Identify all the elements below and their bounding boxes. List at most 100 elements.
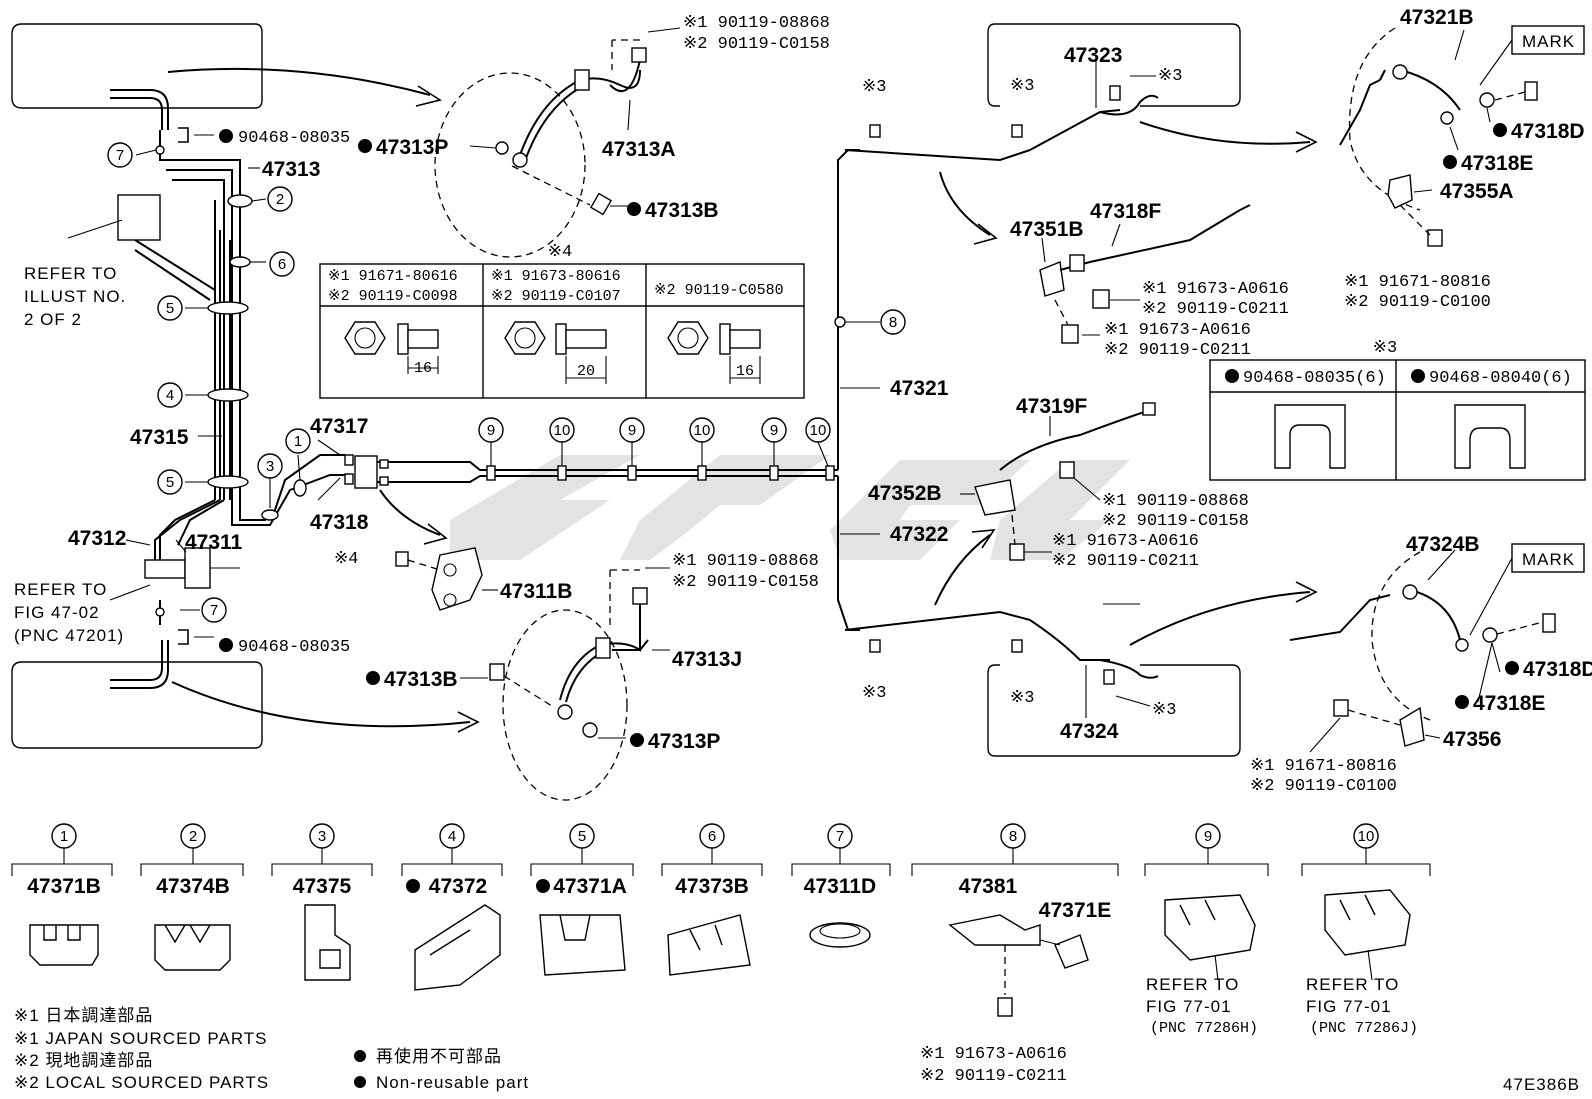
svg-text:2: 2 xyxy=(276,191,284,208)
svg-text:※1 91671-80816: ※1 91671-80816 xyxy=(1250,757,1397,776)
svg-text:10: 10 xyxy=(554,422,571,439)
svg-text:FIG 77-01: FIG 77-01 xyxy=(1306,997,1392,1016)
labels-rear-right-lower: ※3 47324 ※3 xyxy=(1010,689,1176,743)
svg-text:※2 90119-C0211: ※2 90119-C0211 xyxy=(1104,341,1251,360)
svg-text:47318E: 47318E xyxy=(1473,692,1545,715)
svg-text:※2 90119-C0158: ※2 90119-C0158 xyxy=(672,573,819,592)
clamp-47375-icon xyxy=(304,904,351,981)
labels-rear-right-hose: 47324B MARK 47318D 47318E 47356 ※1 91671… xyxy=(1250,533,1592,796)
x4-mark: ※4 xyxy=(334,550,358,569)
svg-text:10: 10 xyxy=(810,422,827,439)
bracket-47381-icon xyxy=(948,914,1041,946)
svg-text:47352B: 47352B xyxy=(868,482,942,505)
svg-text:47315: 47315 xyxy=(130,426,189,449)
svg-text:※1 91671-80616: ※1 91671-80616 xyxy=(328,268,458,285)
nut-icon xyxy=(1479,92,1495,108)
left-section xyxy=(11,23,480,749)
svg-text:※2 LOCAL SOURCED PARTS: ※2 LOCAL SOURCED PARTS xyxy=(14,1073,269,1092)
svg-text:※2 90119-C0100: ※2 90119-C0100 xyxy=(1250,777,1397,796)
svg-text:47355A: 47355A xyxy=(1440,180,1514,203)
svg-text:※3: ※3 xyxy=(1010,689,1034,708)
svg-text:6: 6 xyxy=(708,828,716,845)
svg-text:47356: 47356 xyxy=(1443,728,1501,751)
svg-text:4: 4 xyxy=(448,828,456,845)
svg-text:※3: ※3 xyxy=(862,684,886,703)
svg-text:REFER TO: REFER TO xyxy=(14,580,107,599)
svg-text:※1 90119-08868: ※1 90119-08868 xyxy=(1102,492,1249,511)
svg-text:90468-08040(6): 90468-08040(6) xyxy=(1429,369,1572,388)
svg-text:※2 90119-C0100: ※2 90119-C0100 xyxy=(1344,293,1491,312)
svg-text:※2 90119-C0211: ※2 90119-C0211 xyxy=(1142,300,1289,319)
clamp-77286J-icon xyxy=(1324,889,1411,956)
svg-text:47313B: 47313B xyxy=(645,199,719,222)
flange-bolt-16-icon xyxy=(344,321,439,374)
svg-text:5: 5 xyxy=(166,300,174,317)
svg-text:8: 8 xyxy=(889,314,897,331)
svg-text:16: 16 xyxy=(736,363,754,380)
svg-text:47323: 47323 xyxy=(1064,44,1122,67)
svg-text:※1 91673-80616: ※1 91673-80616 xyxy=(491,268,621,285)
svg-text:47381: 47381 xyxy=(959,875,1018,898)
clamp-6-icon xyxy=(229,256,251,268)
clamp-5-upper-icon xyxy=(207,301,249,315)
clamp-2-icon xyxy=(227,194,253,208)
svg-text:3: 3 xyxy=(318,828,326,845)
svg-text:47313A: 47313A xyxy=(602,138,676,161)
svg-text:47318: 47318 xyxy=(310,511,369,534)
front-right-hose-detail xyxy=(460,567,670,801)
clamp-77286H-icon xyxy=(1164,894,1256,961)
rear-left-hose-detail xyxy=(1339,25,1585,247)
labels-rear-left-hose: 47321B MARK 47318D 47318E 47355A ※1 9167… xyxy=(1344,6,1585,312)
svg-text:REFER TO: REFER TO xyxy=(1146,975,1239,994)
svg-text:※2 現地調達部品: ※2 現地調達部品 xyxy=(14,1051,153,1070)
svg-text:47311D: 47311D xyxy=(804,875,876,898)
labels-top-middle: ※1 90119-08868 ※2 90119-C0158 47313A 473… xyxy=(358,14,830,222)
flange-bolt-20-icon xyxy=(504,321,607,384)
clip-table-x3: ※3 90468-08035(6) 90468-08040(6) xyxy=(1209,339,1586,481)
svg-text:※2 90119-C0098: ※2 90119-C0098 xyxy=(328,288,458,305)
svg-text:47313B: 47313B xyxy=(384,668,458,691)
svg-text:※2 90119-C0107: ※2 90119-C0107 xyxy=(491,288,621,305)
svg-text:47318D: 47318D xyxy=(1511,120,1585,143)
svg-text:※3: ※3 xyxy=(1373,339,1397,358)
svg-text:Non-reusable part: Non-reusable part xyxy=(376,1073,529,1092)
svg-text:47321B: 47321B xyxy=(1400,6,1474,29)
svg-text:※1 90119-08868: ※1 90119-08868 xyxy=(672,552,819,571)
footnotes: ※1 日本調達部品 ※1 JAPAN SOURCED PARTS ※2 現地調達… xyxy=(14,1006,529,1092)
svg-text:※1 日本調達部品: ※1 日本調達部品 xyxy=(14,1006,153,1025)
svg-text:47318E: 47318E xyxy=(1461,152,1533,175)
flange-bolt-16b-icon xyxy=(667,321,761,384)
clamp-4-icon xyxy=(207,388,249,402)
svg-text:16: 16 xyxy=(414,360,432,377)
svg-text:10: 10 xyxy=(1358,828,1375,845)
svg-text:47317: 47317 xyxy=(310,415,368,438)
svg-text:10: 10 xyxy=(694,422,711,439)
clamp-47373B-icon xyxy=(667,914,751,976)
clamp-47374B-icon xyxy=(154,924,231,971)
svg-text:ILLUST NO.: ILLUST NO. xyxy=(24,287,126,306)
svg-text:※1 90119-08868: ※1 90119-08868 xyxy=(683,14,830,33)
svg-text:5: 5 xyxy=(578,828,586,845)
rear-left-upper xyxy=(987,23,1241,151)
clamp-5-lower-icon xyxy=(207,475,249,489)
labels-rear-left-bracket: 47318F 47351B ※1 91673-A0616 ※2 90119-C0… xyxy=(1010,200,1289,360)
svg-text:47372: 47372 xyxy=(429,875,487,898)
clamp-47371B-icon xyxy=(29,924,99,966)
rear-left-bracket xyxy=(1039,204,1251,344)
callouts-left: 7 2 6 5 4 5 3 1 7 xyxy=(107,142,311,623)
svg-text:6: 6 xyxy=(278,256,286,273)
svg-text:※2 90119-C0158: ※2 90119-C0158 xyxy=(683,35,830,54)
rear-tubes: 8 xyxy=(834,121,1318,653)
labels-center-right: ※3 ※3 47321 47322 xyxy=(862,78,949,703)
svg-text:※2 90119-C0580: ※2 90119-C0580 xyxy=(654,282,784,299)
svg-text:47311: 47311 xyxy=(185,531,243,554)
svg-text:1: 1 xyxy=(60,828,68,845)
svg-text:47318D: 47318D xyxy=(1523,658,1592,681)
valve-block-icon xyxy=(117,194,161,241)
clamp-3-icon xyxy=(261,509,279,521)
svg-text:9: 9 xyxy=(487,422,495,439)
svg-text:再使用不可部品: 再使用不可部品 xyxy=(376,1046,502,1066)
diagram-code: 47E386B xyxy=(1503,1075,1580,1094)
svg-text:47371A: 47371A xyxy=(553,875,627,898)
svg-text:MARK: MARK xyxy=(1522,550,1575,569)
